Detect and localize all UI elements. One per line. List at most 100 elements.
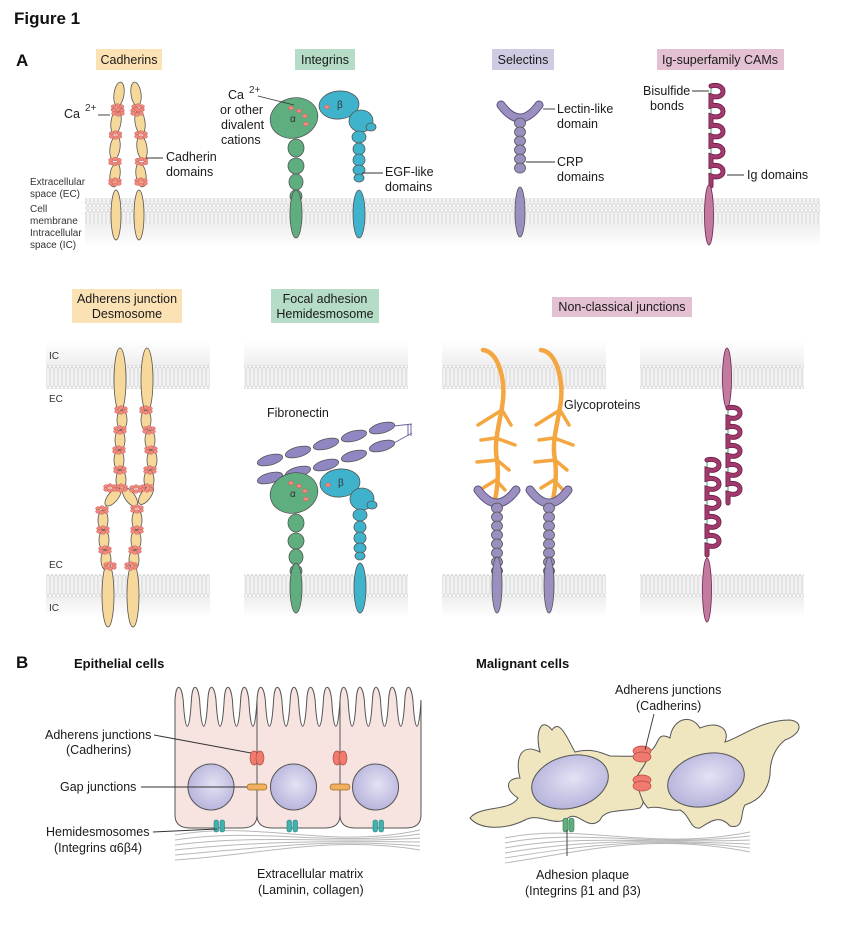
hemidesmosome [378,819,384,833]
svg-text:2+: 2+ [249,85,261,96]
glycoproteins-label: Glycoproteins [564,398,640,412]
ecm-fiber [174,829,421,838]
glycan-branch [552,478,565,492]
cation-site [303,121,309,127]
ig-cam-transmembrane [704,184,714,246]
integrin-alpha-transmembrane [289,189,303,239]
hemidesmosome [286,819,292,833]
integrin-alpha-domain [287,157,305,175]
calcium-ion [117,465,123,470]
panel-a-label: A [16,51,28,70]
svg-text:domain: domain [557,117,598,131]
calcium-ion [112,156,118,162]
calcium-ion [107,566,113,571]
ecm-fiber [504,841,751,854]
integrin-alpha-head [269,97,319,139]
calcium-ion [116,445,122,450]
cadherin-transmembrane-domain [101,562,115,628]
svg-text:IC: IC [49,351,59,362]
integrin-beta-head [318,90,360,120]
calcium-ion [144,483,150,488]
svg-text:Desmosome: Desmosome [92,307,162,321]
cation-site [296,108,302,114]
cation-site [296,483,302,489]
calcium-ion [138,177,144,182]
ecm-fiber [504,842,751,859]
gap-junction [246,783,268,791]
egf-like-domain [352,164,366,176]
integrin-alpha-head [269,472,319,514]
svg-text:Cell: Cell [30,204,47,215]
crp-domain [514,162,526,174]
cadherin-annotations: Ca 2+ Cadherin domains [64,103,217,179]
calcium-ion [135,103,141,108]
integrin-beta-transmembrane [353,562,367,614]
crp-domain [491,502,503,514]
integrin-annotations: Ca 2+ or other divalent cations EGF-like… [220,85,434,194]
calcium-ion [148,450,154,455]
space-labels: Extracellular space (EC) Cell membrane I… [30,177,86,251]
adherens-junction [255,750,265,766]
ig-cam-molecule [704,82,726,246]
family-label-cadherins: Cadherins [96,49,162,70]
figure-title: Figure 1 [14,9,80,28]
calcium-ion [134,504,140,509]
glycan-branch [494,478,507,492]
svg-text:(Cadherins): (Cadherins) [66,743,131,757]
nucleus [352,763,399,811]
non-classical-selectin-glycoprotein [473,347,575,614]
ig-cam-transmembrane [722,347,732,409]
hemidesmosome [213,819,219,833]
adhesion-plaque [568,817,575,833]
svg-text:Hemidesmosome: Hemidesmosome [276,307,373,321]
calcium-ion [134,509,140,514]
adherens-junction-cadherins [95,347,158,628]
ecm-fiber [174,833,421,841]
calcium-ion [133,489,139,494]
egf-like-domain [353,542,367,554]
calcium-ion [118,483,124,488]
calcium-ion [115,107,121,112]
cadherin-molecule-pair [108,81,149,241]
fibronectin-fibers [256,421,413,485]
integrin-alpha-domain [287,513,305,533]
cadherin-transmembrane-domain [126,562,140,628]
calcium-ion [107,488,113,493]
hemidesmosome [219,819,225,833]
cadherin-domain [130,529,142,551]
beta-symbol: β [337,100,343,111]
crp-domain [491,538,503,550]
calcium-ion [112,135,119,140]
calcium-ion [144,488,150,493]
svg-text:Non-classical junctions: Non-classical junctions [558,300,685,314]
hemidesmosome [372,819,378,833]
crp-domain [491,520,503,532]
svg-text:2+: 2+ [85,103,97,114]
hemidesmosome [292,819,298,833]
svg-text:(Laminin, collagen): (Laminin, collagen) [258,883,364,897]
svg-text:(Cadherins): (Cadherins) [636,699,701,713]
ecm-fiber [174,844,421,861]
integrin-alpha-domain [287,138,305,158]
calcium-ion [132,550,138,555]
crp-domain [543,520,555,532]
cadherin-domain [144,429,156,451]
cation-site [325,482,331,488]
selectin-transmembrane [543,556,555,614]
calcium-ion [100,525,106,530]
crp-domain [491,547,503,559]
ecm-fiber [504,831,751,840]
selectin-transmembrane [514,186,526,238]
adherens-junction [338,750,348,766]
glycan-branch [500,408,513,427]
ecm-fiber [504,842,751,864]
svg-text:Selectins: Selectins [498,53,549,67]
svg-text:Adherens junctions: Adherens junctions [45,728,151,742]
integrin-beta-transmembrane [352,189,366,239]
calcium-ion [112,177,118,182]
fibronectin-label: Fibronectin [267,406,329,420]
svg-text:Gap junctions: Gap junctions [60,780,136,794]
cadherin-transmembrane-domain [110,189,122,241]
cation-site [303,496,309,502]
calcium-ion [147,465,153,470]
